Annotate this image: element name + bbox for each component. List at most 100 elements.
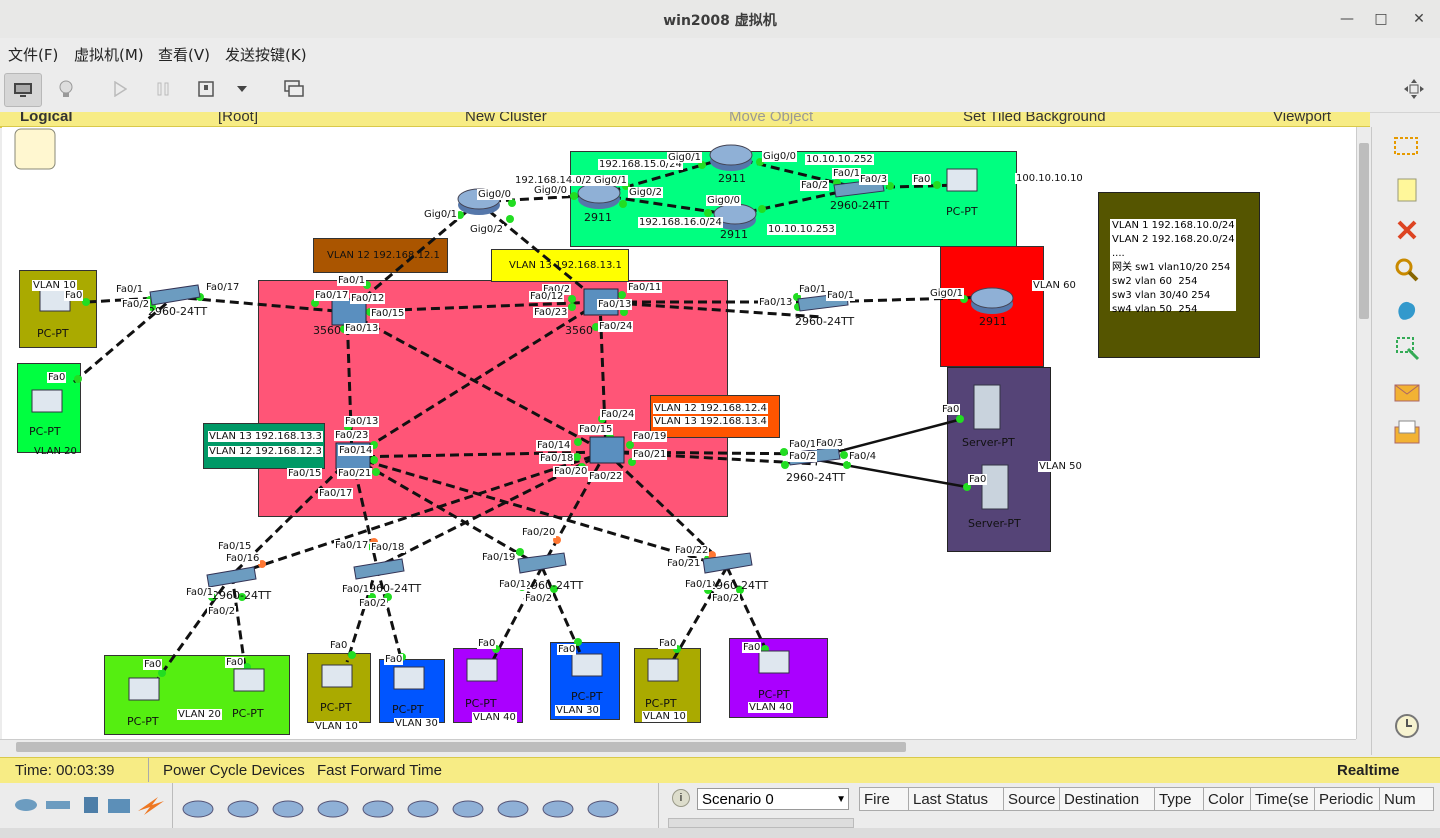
info-icon[interactable]: i: [672, 789, 690, 807]
power-icon: [198, 81, 214, 97]
sw-red-name: 2960-24TT: [795, 315, 855, 328]
scenario-value: Scenario 0: [702, 791, 774, 808]
fullscreen-button[interactable]: [1396, 73, 1432, 105]
col-destination[interactable]: Destination: [1059, 787, 1155, 811]
hint-button[interactable]: [48, 73, 84, 105]
menu-file[interactable]: 文件(F): [8, 46, 59, 64]
col-time[interactable]: Time(se: [1250, 787, 1315, 811]
sw-b3-name: 2960-24TT: [524, 579, 584, 592]
console-view-button[interactable]: [4, 73, 42, 107]
play-button[interactable]: [102, 73, 138, 105]
pc-b1-name: PC-PT: [127, 715, 159, 728]
inspect-tool[interactable]: [1392, 255, 1422, 285]
note-line: ....: [1112, 248, 1125, 259]
category-icons[interactable]: [12, 793, 184, 833]
bottom-scrollbar[interactable]: [0, 828, 1440, 838]
col-num[interactable]: Num: [1379, 787, 1434, 811]
delete-tool[interactable]: [1392, 215, 1422, 245]
pause-button[interactable]: [145, 73, 181, 105]
ip14-label: 192.168.14.0/2: [514, 175, 593, 186]
minimize-button[interactable]: —: [1340, 11, 1354, 27]
vlan133-label: VLAN 13 192.168.13.3: [208, 431, 323, 442]
port-label: Gig0/1: [423, 209, 458, 220]
router-top-name: 2911: [718, 172, 746, 185]
tab-set-background[interactable]: Set Tiled Background: [963, 112, 1106, 125]
port-label: Fa0/14: [338, 445, 374, 456]
power-button[interactable]: [188, 73, 224, 105]
pc-b2-name: PC-PT: [232, 707, 264, 720]
scenario-select[interactable]: Scenario 0▼: [697, 788, 849, 810]
port-label: Fa0/20: [521, 527, 557, 538]
port-label: Fa0/13: [344, 416, 380, 427]
vlan10-b1-label: VLAN 10: [314, 721, 359, 732]
topology-canvas[interactable]: 2911 2911 2911 2911 2960-24TT 2960-24TT …: [2, 127, 1356, 739]
play-icon: [114, 81, 127, 97]
port-label: Fa0/12: [529, 291, 565, 302]
close-button[interactable]: ✕: [1413, 11, 1425, 27]
port-label: Fa0/14: [536, 440, 572, 451]
router-mid-name: 2911: [584, 211, 612, 224]
move-arrows-icon: [1404, 79, 1424, 99]
col-last-status[interactable]: Last Status: [908, 787, 1004, 811]
port-label: Fa0: [225, 657, 245, 668]
port-label: Fa0/1: [341, 584, 371, 595]
select-tool[interactable]: [1392, 133, 1422, 163]
resize-tool[interactable]: [1392, 333, 1422, 363]
vscroll-thumb[interactable]: [1359, 143, 1369, 319]
port-label: Fa0: [742, 642, 762, 653]
fast-forward-button[interactable]: Fast Forward Time: [317, 762, 443, 779]
port-label: Fa0: [143, 659, 163, 670]
simple-pdu-tool[interactable]: [1392, 377, 1422, 407]
tab-root[interactable]: [Root]: [218, 112, 259, 125]
menu-view[interactable]: 查看(V): [158, 46, 210, 64]
vlan30-b2-label: VLAN 30: [555, 705, 600, 716]
clock-icon: [1395, 714, 1419, 738]
port-label: Fa0/4: [848, 451, 878, 462]
tab-move-object[interactable]: Move Object: [729, 112, 814, 125]
port-label: Fa0/22: [674, 545, 710, 556]
power-menu-button[interactable]: [224, 73, 260, 105]
snapshot-icon: [284, 80, 304, 97]
power-cycle-button[interactable]: Power Cycle Devices: [163, 762, 305, 779]
horizontal-scrollbar[interactable]: [0, 739, 1356, 754]
menu-sendkey[interactable]: 发送按键(K): [225, 46, 307, 64]
port-label: Fa0/17: [334, 540, 370, 551]
col-color[interactable]: Color: [1203, 787, 1251, 811]
port-label: Fa0/1: [826, 290, 856, 301]
scenario-scrollbar[interactable]: [668, 818, 854, 828]
device-model-icons[interactable]: [180, 795, 650, 835]
tab-new-cluster[interactable]: New Cluster: [465, 112, 547, 125]
port-label: Fa0/18: [539, 453, 575, 464]
router-icons: [457, 144, 1014, 314]
port-label: Fa0/2: [121, 299, 151, 310]
pc-b5-name: PC-PT: [465, 697, 497, 710]
col-periodic[interactable]: Periodic: [1314, 787, 1380, 811]
delete-icon: [1397, 220, 1417, 240]
col-source[interactable]: Source: [1003, 787, 1060, 811]
port-label: Fa0/15: [217, 541, 253, 552]
col-fire[interactable]: Fire: [859, 787, 909, 811]
menu-vm[interactable]: 虚拟机(M): [74, 46, 144, 64]
vlan124-label: VLAN 12 192.168.12.4: [653, 403, 768, 414]
note-tool[interactable]: [1392, 175, 1422, 205]
pc-b7-name: PC-PT: [645, 697, 677, 710]
restore-button[interactable]: □: [1374, 11, 1388, 27]
realtime-clock-button[interactable]: [1392, 711, 1422, 741]
draw-tool[interactable]: [1392, 295, 1422, 325]
vertical-scrollbar[interactable]: [1356, 127, 1371, 739]
port-label: Gig0/1: [593, 175, 628, 186]
tab-logical[interactable]: Logical: [20, 112, 73, 125]
hscroll-thumb[interactable]: [16, 742, 906, 752]
port-label: Fa0/2: [800, 180, 830, 191]
realtime-mode-label[interactable]: Realtime: [1337, 762, 1400, 779]
sw-b1-name: 2960-24TT: [212, 589, 272, 602]
snapshot-button[interactable]: [276, 73, 312, 105]
vlan20-bottom-label: VLAN 20: [177, 709, 222, 720]
resize-icon: [1396, 337, 1420, 361]
col-type[interactable]: Type: [1154, 787, 1204, 811]
port-label: Fa0: [384, 654, 404, 665]
port-label: Fa0/15: [287, 468, 323, 479]
tab-viewport[interactable]: Viewport: [1273, 112, 1332, 125]
complex-pdu-tool[interactable]: [1392, 417, 1422, 447]
